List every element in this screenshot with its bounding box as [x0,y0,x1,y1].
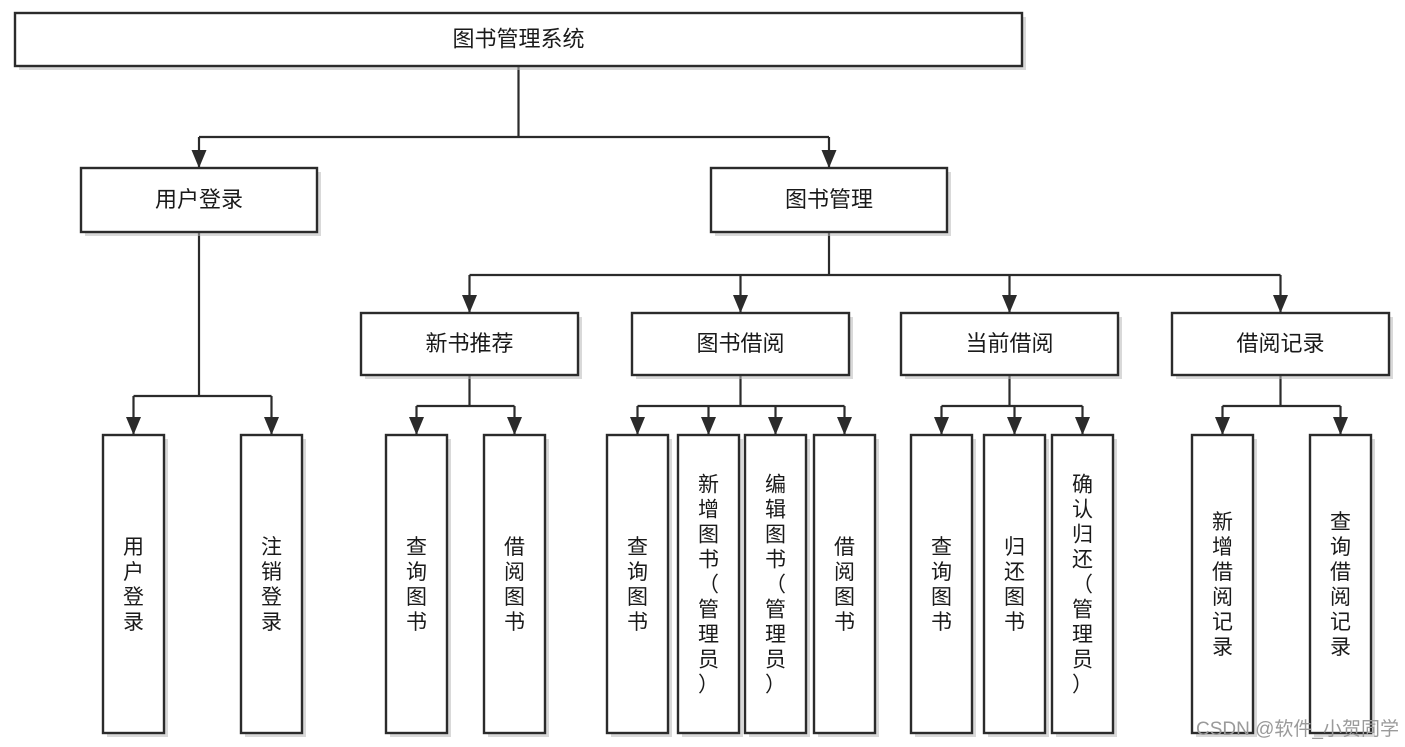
connector-user-login-to-leaves [126,232,279,435]
node-label-vertical: 确认归还（管理员） [1072,474,1093,697]
arrow-head-icon [1273,295,1288,313]
arrow-head-icon [409,417,424,435]
node-label: 当前借阅 [965,331,1053,356]
arrow-head-icon [768,417,783,435]
arrow-head-icon [1215,417,1230,435]
node-label-vertical: 用户登录 [123,536,144,634]
connector-book-borrow-to-leaves [630,375,852,435]
arrow-head-icon [126,417,141,435]
node-label: 图书管理 [785,187,873,212]
arrow-head-icon [264,417,279,435]
node-label-vertical: 归还图书 [1004,536,1025,634]
arrow-head-icon [1075,417,1090,435]
arrow-head-icon [1333,417,1348,435]
node-label-vertical: 新增借阅记录 [1212,511,1233,659]
arrow-head-icon [507,417,522,435]
node-new-book-recommend[interactable]: 新书推荐 [359,311,582,379]
arrow-head-icon [733,295,748,313]
arrow-head-icon [1007,417,1022,435]
node-label: 用户登录 [155,187,243,212]
node-leaf-return-book[interactable]: 归还图书 [982,433,1049,737]
node-leaf-user-login[interactable]: 用户登录 [101,433,168,737]
connector-current-borrow-to-leaves [934,375,1090,435]
node-label-vertical: 查询图书 [406,536,427,634]
node-leaf-add-book-admin[interactable]: 新增图书（管理员） [676,433,743,737]
arrow-head-icon [630,417,645,435]
node-book-borrow[interactable]: 图书借阅 [630,311,853,379]
arrow-head-icon [462,295,477,313]
node-leaf-add-borrow-record[interactable]: 新增借阅记录 [1190,433,1257,737]
node-leaf-query-book-new[interactable]: 查询图书 [384,433,451,737]
node-label-vertical: 新增图书（管理员） [698,474,719,697]
node-label-vertical: 注销登录 [261,536,282,634]
node-leaf-query-book-borrow[interactable]: 查询图书 [605,433,672,737]
node-label: 新书推荐 [425,331,513,356]
node-label-vertical: 查询图书 [931,536,952,634]
node-leaf-user-logout[interactable]: 注销登录 [239,433,306,737]
node-leaf-borrow-book[interactable]: 借阅图书 [812,433,879,737]
node-leaf-query-borrow-record[interactable]: 查询借阅记录 [1308,433,1375,737]
nodes-layer: 图书管理系统用户登录图书管理新书推荐图书借阅当前借阅借阅记录用户登录注销登录查询… [13,11,1393,737]
node-label-vertical: 借阅图书 [504,536,525,634]
arrow-head-icon [821,150,837,168]
node-label: 图书管理系统 [452,26,584,51]
node-label-vertical: 编辑图书（管理员） [765,474,786,697]
connector-management-to-level3 [462,232,1288,313]
node-current-borrow[interactable]: 当前借阅 [899,311,1122,379]
connector-root-to-level2 [191,66,837,168]
node-leaf-query-book-current[interactable]: 查询图书 [909,433,976,737]
node-label: 图书借阅 [696,331,784,356]
arrow-head-icon [1002,295,1017,313]
node-label-vertical: 查询图书 [627,536,648,634]
node-borrow-records[interactable]: 借阅记录 [1170,311,1393,379]
node-book-management[interactable]: 图书管理 [709,166,951,236]
node-leaf-edit-book-admin[interactable]: 编辑图书（管理员） [743,433,810,737]
node-user-login[interactable]: 用户登录 [79,166,321,236]
edges-layer [126,66,1348,435]
node-leaf-confirm-return-admin[interactable]: 确认归还（管理员） [1050,433,1117,737]
node-label: 借阅记录 [1236,331,1324,356]
arrow-head-icon [934,417,949,435]
csdn-watermark: CSDN @软件_小贺同学 [1196,718,1399,740]
node-leaf-borrow-book-new[interactable]: 借阅图书 [482,433,549,737]
node-label-vertical: 借阅图书 [834,536,855,634]
arrow-head-icon [191,150,207,168]
connector-borrow-records-to-leaves [1215,375,1348,435]
node-root[interactable]: 图书管理系统 [13,11,1026,70]
arrow-head-icon [837,417,852,435]
arrow-head-icon [701,417,716,435]
node-label-vertical: 查询借阅记录 [1330,511,1351,659]
connector-new-book-recommend-to-leaves [409,375,522,435]
